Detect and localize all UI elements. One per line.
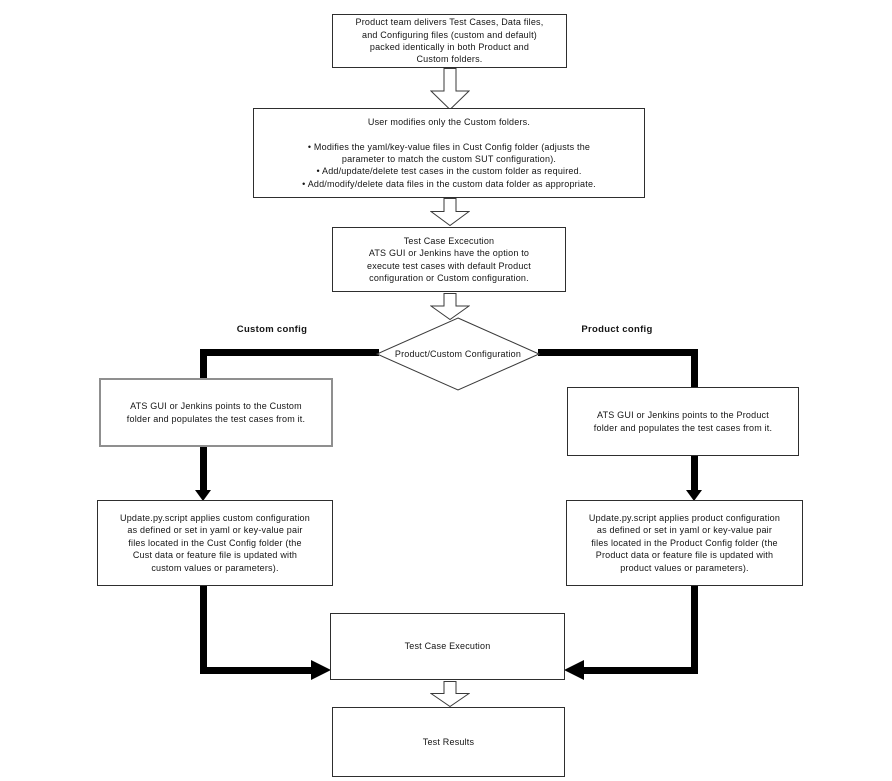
- hollow-down-arrow-icon: [430, 68, 470, 110]
- node-delivery: Product team delivers Test Cases, Data f…: [332, 14, 567, 68]
- arrowhead-left-product-icon: [564, 660, 584, 680]
- arrowhead-down-custom-icon: [195, 490, 211, 501]
- connector-product-vertical-top: [691, 349, 698, 388]
- node-update-product: Update.py.script applies product configu…: [566, 500, 803, 586]
- arrowhead-right-custom-icon: [311, 660, 331, 680]
- connector-custom-vertical-top: [200, 349, 207, 379]
- connector-product-horizontal: [538, 349, 698, 356]
- node-test-results: Test Results: [332, 707, 565, 777]
- connector-custom-horizontal: [200, 349, 379, 356]
- branch-label-product: Product config: [581, 324, 653, 335]
- node-execution-option: Test Case Excecution ATS GUI or Jenkins …: [332, 227, 566, 292]
- connector-product-vertical-bottom: [691, 586, 698, 674]
- connector-product-horizontal-bottom: [584, 667, 698, 674]
- node-test-case-execution: Test Case Execution: [330, 613, 565, 680]
- node-user-modifies: User modifies only the Custom folders. •…: [253, 108, 645, 198]
- hollow-down-arrow-icon: [430, 293, 470, 320]
- arrowhead-down-product-icon: [686, 490, 702, 501]
- decision-label: Product/Custom Configuration: [394, 349, 522, 359]
- hollow-down-arrow-icon: [430, 681, 470, 707]
- connector-custom-horizontal-bottom: [200, 667, 314, 674]
- hollow-down-arrow-icon: [430, 198, 470, 226]
- node-ats-product: ATS GUI or Jenkins points to the Product…: [567, 387, 799, 456]
- decision-diamond: [376, 317, 540, 391]
- connector-custom-vertical-bottom: [200, 586, 207, 674]
- node-update-custom: Update.py.script applies custom configur…: [97, 500, 333, 586]
- node-ats-custom: ATS GUI or Jenkins points to the Custom …: [99, 378, 333, 447]
- connector-product-vertical-mid: [691, 456, 698, 490]
- branch-label-custom: Custom config: [236, 324, 308, 335]
- connector-custom-vertical-mid: [200, 447, 207, 490]
